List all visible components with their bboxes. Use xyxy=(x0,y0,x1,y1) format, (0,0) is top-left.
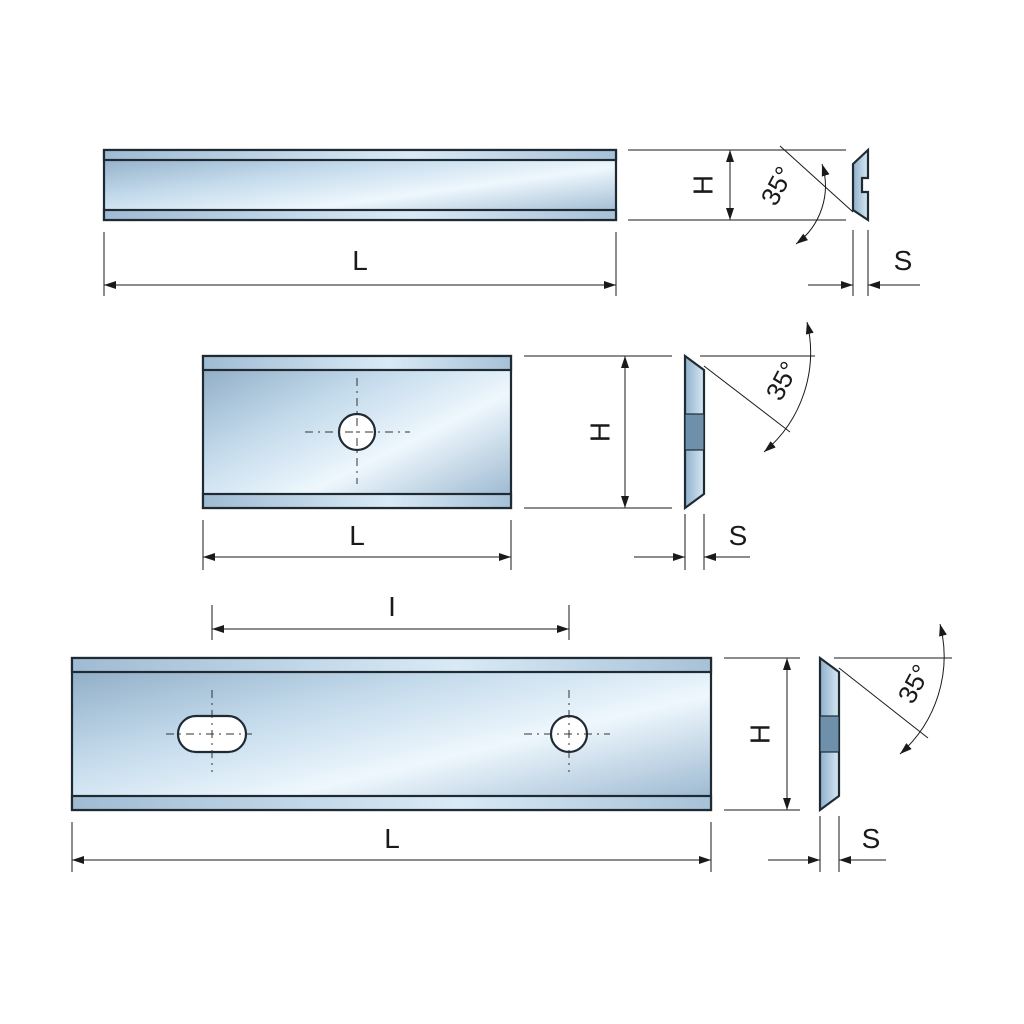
angle-label: 35° xyxy=(892,659,937,708)
angle-arc xyxy=(795,163,830,245)
length-label: L xyxy=(349,520,365,551)
thickness-label: S xyxy=(894,245,913,276)
height-label: H xyxy=(744,724,775,744)
side-profile-hole-band xyxy=(684,413,705,451)
blade-top-band xyxy=(70,656,713,674)
figure-blade-one-hole: L H 35° S xyxy=(201,321,815,570)
figure-blade-two-holes: I L H 35° S xyxy=(70,591,952,872)
height-label: H xyxy=(687,175,718,195)
hole-spacing-label: I xyxy=(388,591,396,622)
length-label: L xyxy=(384,823,400,854)
angle-label: 35° xyxy=(755,161,800,210)
thickness-label: S xyxy=(729,520,748,551)
blade-body xyxy=(102,148,618,222)
height-label: H xyxy=(584,422,615,442)
figure-blade-plain: L H 35° S xyxy=(102,145,920,296)
blade-top-band xyxy=(201,354,513,372)
thickness-label: S xyxy=(862,823,881,854)
blade-side-profile xyxy=(851,147,870,223)
blade-bottom-band xyxy=(102,208,618,222)
blade-top-band xyxy=(102,148,618,162)
angle-label: 35° xyxy=(760,356,805,405)
blade-bottom-band xyxy=(201,492,513,510)
blade-bottom-band xyxy=(70,794,713,812)
length-label: L xyxy=(352,245,368,276)
angle-arc xyxy=(763,321,814,453)
angle-arc xyxy=(899,623,947,755)
side-profile-hole-band xyxy=(819,715,840,753)
